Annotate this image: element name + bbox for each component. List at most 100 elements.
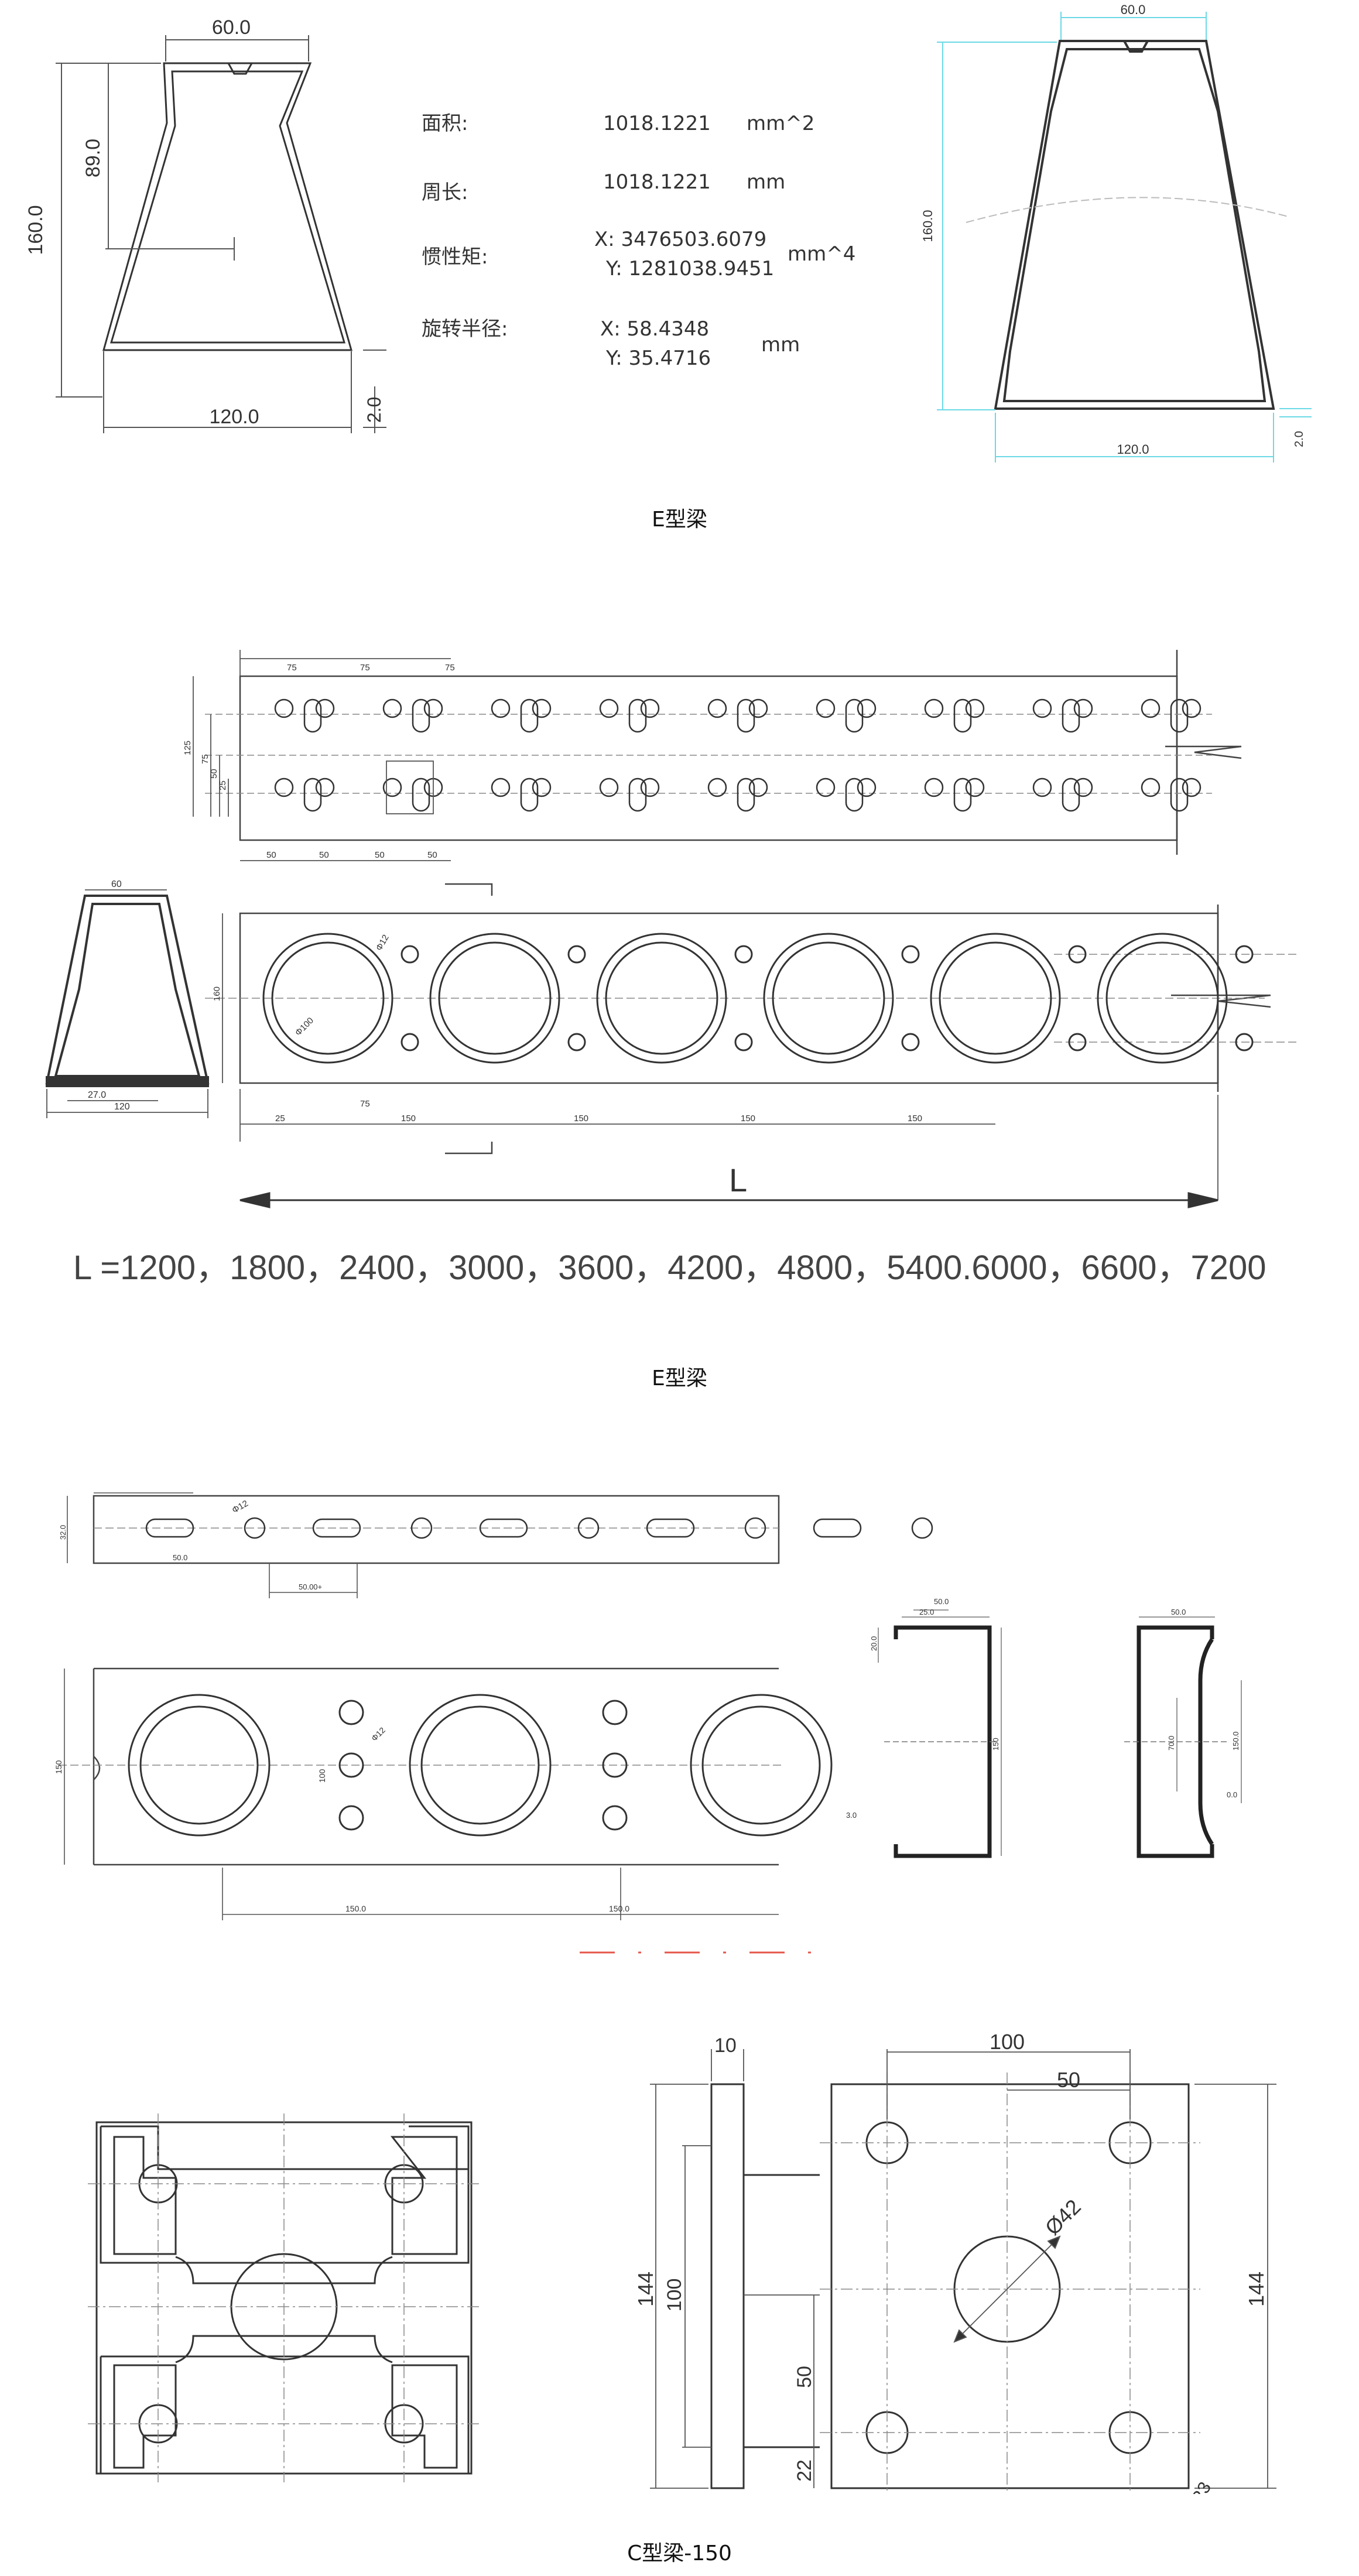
strip-hole [1182, 777, 1201, 797]
web-dim-75: 75 [360, 1099, 370, 1109]
c-strip-phi: Φ12 [231, 1498, 250, 1515]
web-hole-inner [939, 941, 1052, 1055]
strip-hole [816, 698, 836, 718]
strip-hole [274, 777, 294, 797]
caption-e-beam-2: E型梁 [652, 1366, 707, 1390]
c-strip-slot: 50.0 [173, 1553, 187, 1562]
strip-hole [274, 698, 294, 718]
c-web-hole-inner [420, 1705, 540, 1825]
strip-slot [845, 698, 864, 733]
web-dim-height: 160 [212, 986, 222, 1001]
left-thickness-label: 2.0 [364, 397, 385, 423]
strip-hole [1141, 698, 1161, 718]
web-bolt-hole [567, 1033, 586, 1051]
strip-hole [748, 777, 768, 797]
c-strip-hole [744, 1517, 766, 1539]
section-properties: 面积: 1018.1221 mm^2 周长: 1018.1221 mm 惯性矩:… [422, 112, 855, 370]
length-symbol: L [729, 1162, 747, 1198]
c-beam-150-plates: 10 144 100 50 22 100 50 Ø42 144 144 R3 [88, 2030, 1276, 2494]
area-unit: mm^2 [747, 112, 814, 135]
c-web-bolt-hole [338, 1805, 364, 1831]
left-height-label: 160.0 [25, 205, 47, 255]
right-top-width-label: 60.0 [1121, 2, 1146, 17]
strip-slot [1170, 698, 1189, 733]
web-dim-phi100: Φ100 [293, 1016, 316, 1038]
left-top-width-label: 60.0 [212, 16, 251, 39]
web-holes [262, 933, 1254, 1064]
web-hole-outer [429, 933, 560, 1064]
small-section-inner: 27.0 [88, 1090, 106, 1100]
c-web-bolt-hole [338, 1752, 364, 1778]
c-web-height: 150 [54, 1760, 63, 1774]
c-web-bolt-hole [602, 1752, 628, 1778]
web-hole-outer [763, 933, 894, 1064]
web-dim-150c: 150 [741, 1114, 755, 1123]
strip-hole [599, 777, 619, 797]
strip-hole [315, 777, 335, 797]
strip-hole [816, 777, 836, 797]
web-hole-outer [262, 933, 393, 1064]
strip-hole [1182, 698, 1201, 718]
c1-top: 50.0 [934, 1597, 949, 1606]
c-strip-slot [479, 1518, 528, 1538]
c-strip-spacing: 50.00+ [299, 1582, 322, 1591]
web-dim-150a: 150 [401, 1114, 416, 1123]
c-beam-hole-layout: Φ12 32.0 50.0 50.00+ 150.0 150.0 150 Φ12… [54, 1492, 1242, 1954]
strip-hole [532, 777, 552, 797]
left-bottom-width-label: 120.0 [209, 406, 259, 428]
plate-top: 100 [990, 2030, 1025, 2054]
strip-slot [953, 698, 972, 733]
strip-slot [520, 698, 539, 733]
c-web-hole-inner [139, 1705, 259, 1825]
side-h-mid: 50 [793, 2366, 816, 2388]
web-bolt-hole [567, 945, 586, 964]
length-options: L =1200，1800，2400，3000，3600，4200，4800，54… [73, 1249, 1266, 1287]
strip-hole [315, 698, 335, 718]
perimeter-label: 周长: [422, 181, 468, 204]
strip-hole [532, 698, 552, 718]
strip-hole [924, 777, 944, 797]
strip-slot [412, 698, 430, 733]
c1-lip2: 20.0 [870, 1636, 878, 1651]
strip-hole [382, 777, 402, 797]
perimeter-unit: mm [747, 170, 785, 194]
strip-slot [303, 698, 322, 733]
strip-slot [845, 777, 864, 812]
small-cross-section [45, 895, 210, 1087]
inertia-y: Y: 1281038.9451 [605, 257, 774, 280]
web-bolt-hole [734, 1033, 753, 1051]
web-hole-inner [772, 941, 885, 1055]
c-web-span2: 150.0 [609, 1904, 629, 1913]
web-bolt-hole [400, 1033, 419, 1051]
area-value: 1018.1221 [603, 112, 711, 135]
web-dim-phi12: Φ12 [374, 933, 391, 953]
c-web-phi: Φ12 [369, 1725, 387, 1743]
web-hole-inner [605, 941, 718, 1055]
bottom-dim-50c: 50 [375, 850, 385, 860]
web-dim-150b: 150 [574, 1114, 588, 1123]
strip-hole [857, 698, 877, 718]
caption-e-beam-1: E型梁 [652, 508, 707, 532]
strip-hole [491, 777, 511, 797]
right-profile-drawing [994, 40, 1275, 410]
web-bolt-hole [1068, 1033, 1087, 1051]
c-web-hole-inner [701, 1705, 821, 1825]
e-beam-section-profiles: 60.0 160.0 89.0 120.0 2.0 面积: 1018.1221 … [25, 2, 1312, 463]
c-web-hole-outer [409, 1694, 552, 1837]
side-h-inner: 100 [663, 2279, 686, 2312]
c-strip-slot [312, 1518, 361, 1538]
inertia-label: 惯性矩: [422, 245, 488, 269]
web-hole-inner [1105, 941, 1219, 1055]
c-strip-w: 32.0 [59, 1525, 67, 1540]
strip-slot [628, 698, 647, 733]
c2-h1: 70.0 [1167, 1736, 1176, 1751]
strip-hole [382, 698, 402, 718]
c-strip-hole [577, 1517, 600, 1539]
strip-slot [520, 777, 539, 812]
plate-right-h: 144 [1244, 2272, 1268, 2307]
strip-slot [737, 777, 755, 812]
strip-holes [274, 698, 1201, 812]
strip-slot [953, 777, 972, 812]
top-dim-75c: 75 [445, 663, 455, 673]
bottom-dim-50d: 50 [427, 850, 437, 860]
